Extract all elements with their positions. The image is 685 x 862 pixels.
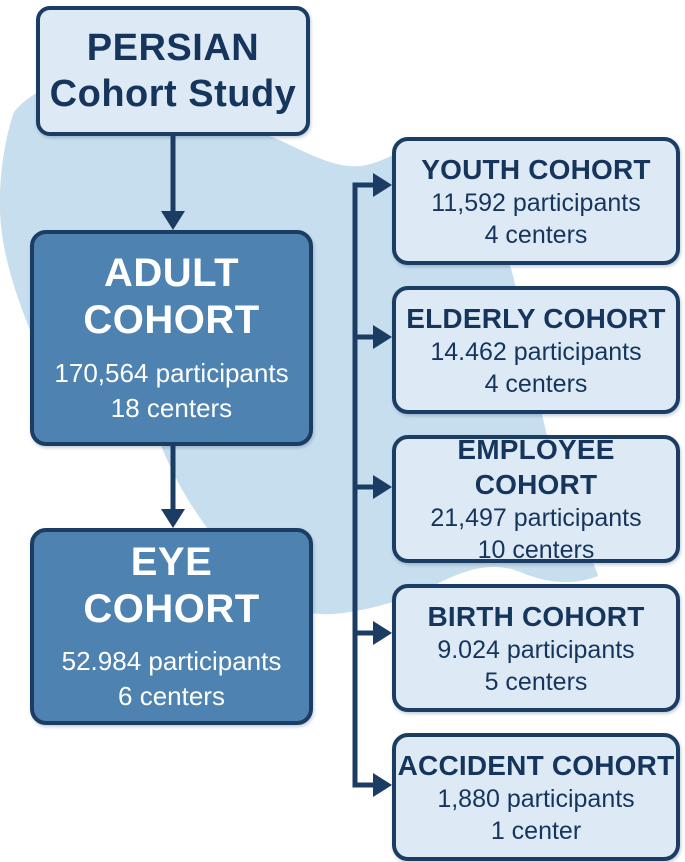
arrowhead-down-eye [161, 509, 185, 528]
arrowhead-employee [373, 475, 392, 499]
node-persian-cohort-study: PERSIAN Cohort Study [36, 6, 310, 136]
eye-cohort-title-line2: COHORT [83, 586, 260, 631]
eye-cohort-participants: 52.984 participants [61, 646, 282, 677]
accident-cohort-title: ACCIDENT COHORT [397, 749, 675, 781]
root-title-line1: PERSIAN [86, 26, 260, 69]
eye-cohort-stats: 52.984 participants 6 centers [62, 644, 282, 714]
elderly-cohort-participants: 14.462 participants [430, 337, 642, 366]
adult-cohort-title-line2: COHORT [83, 298, 260, 343]
arrowhead-down-adult [161, 211, 185, 230]
node-youth-cohort: YOUTH COHORT 11,592 participants 4 cente… [392, 137, 680, 265]
birth-cohort-centers: 5 centers [484, 667, 588, 696]
youth-cohort-centers: 4 centers [484, 220, 588, 249]
node-adult-cohort: ADULT COHORT 170,564 participants 18 cen… [30, 230, 313, 446]
youth-cohort-participants: 11,592 participants [431, 188, 641, 217]
arrowhead-birth [373, 621, 392, 645]
employee-cohort-participants: 21,497 participants [430, 504, 642, 532]
adult-cohort-centers: 18 centers [110, 392, 233, 423]
eye-cohort-centers: 6 centers [118, 681, 225, 712]
employee-cohort-centers: 10 centers [477, 536, 595, 564]
accident-cohort-centers: 1 center [490, 816, 582, 845]
node-birth-cohort: BIRTH COHORT 9.024 participants 5 center… [392, 584, 680, 712]
eye-cohort-title-line1: EYE [130, 539, 213, 584]
arrowhead-accident [373, 773, 392, 797]
birth-cohort-title: BIRTH COHORT [427, 600, 645, 632]
node-eye-cohort: EYE COHORT 52.984 participants 6 centers [30, 528, 313, 725]
elderly-cohort-title: ELDERLY COHORT [406, 302, 666, 334]
root-title-line2: Cohort Study [49, 73, 297, 115]
arrowhead-youth [373, 173, 392, 197]
accident-cohort-participants: 1,880 participants [437, 784, 635, 813]
node-employee-cohort: EMPLOYEE COHORT 21,497 participants 10 c… [392, 434, 680, 564]
arrowhead-elderly [373, 325, 392, 349]
elderly-cohort-centers: 4 centers [484, 369, 588, 398]
adult-cohort-participants: 170,564 participants [54, 357, 289, 388]
node-accident-cohort: ACCIDENT COHORT 1,880 participants 1 cen… [392, 733, 680, 861]
youth-cohort-title: YOUTH COHORT [421, 153, 651, 185]
adult-cohort-stats: 170,564 participants 18 centers [54, 356, 288, 426]
employee-cohort-title: EMPLOYEE COHORT [457, 434, 615, 500]
node-elderly-cohort: ELDERLY COHORT 14.462 participants 4 cen… [392, 286, 680, 414]
birth-cohort-participants: 9.024 participants [437, 635, 635, 664]
adult-cohort-title-line1: ADULT [103, 251, 240, 296]
